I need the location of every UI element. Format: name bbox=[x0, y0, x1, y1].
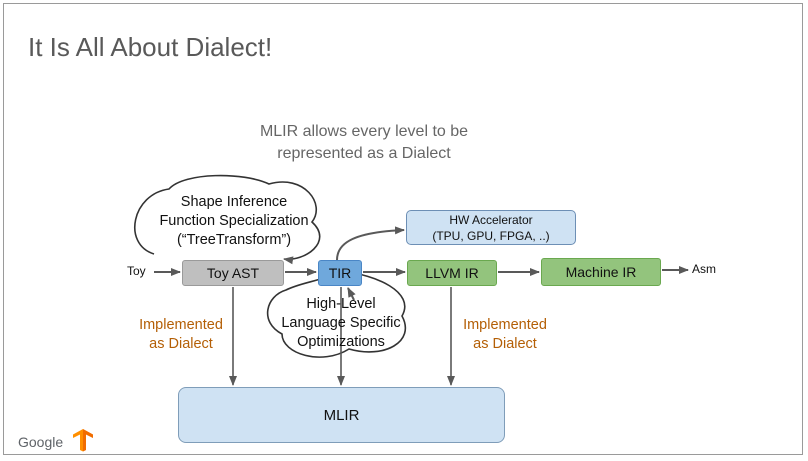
edge-tir-to-hw bbox=[336, 226, 405, 261]
cloud-line: (“TreeTransform”) bbox=[176, 232, 292, 248]
top-cloud-label: Shape Inference Function Specialization … bbox=[144, 193, 324, 250]
note-line: Implemented bbox=[139, 317, 223, 333]
output-label-asm: Asm bbox=[692, 262, 716, 276]
node-label: LLVM IR bbox=[425, 265, 479, 281]
cloud-line: Function Specialization bbox=[159, 213, 309, 229]
google-logo-text: Google bbox=[18, 434, 64, 450]
node-llvm-ir: LLVM IR bbox=[407, 260, 497, 286]
bottom-cloud-shape bbox=[266, 271, 407, 358]
node-mlir: MLIR bbox=[178, 387, 505, 443]
node-label: TIR bbox=[328, 265, 352, 281]
cloud-line: Shape Inference bbox=[180, 194, 288, 210]
note-line: as Dialect bbox=[473, 336, 537, 352]
slide-title: It Is All About Dialect! bbox=[28, 32, 273, 62]
diagram-edges bbox=[133, 174, 689, 386]
node-label: Toy AST bbox=[206, 265, 260, 281]
note-line: as Dialect bbox=[149, 336, 213, 352]
node-machine-ir: Machine IR bbox=[541, 258, 661, 286]
subtitle-line: MLIR allows every level to be bbox=[259, 123, 469, 140]
node-tir: TIR bbox=[318, 260, 362, 286]
top-cloud-shape bbox=[133, 174, 321, 265]
node-toy-ast: Toy AST bbox=[182, 260, 284, 286]
note-implemented-left: Implemented as Dialect bbox=[124, 316, 238, 354]
node-label: (TPU, GPU, FPGA, ..) bbox=[432, 228, 550, 243]
node-label: MLIR bbox=[323, 406, 360, 424]
input-label-toy: Toy bbox=[127, 264, 146, 278]
bottom-cloud-label: High-Level Language Specific Optimizatio… bbox=[266, 295, 416, 352]
note-line: Implemented bbox=[463, 317, 547, 333]
cloud-line: High-Level bbox=[306, 296, 376, 312]
edge-cloud-to-tir bbox=[347, 287, 356, 301]
tensorflow-logo-icon bbox=[73, 429, 93, 452]
slide: It Is All About Dialect! MLIR allows eve… bbox=[3, 3, 803, 455]
cloud-line: Optimizations bbox=[297, 334, 385, 350]
node-label: HW Accelerator bbox=[449, 212, 533, 227]
cloud-line: Language Specific bbox=[281, 315, 401, 331]
note-implemented-right: Implemented as Dialect bbox=[448, 316, 562, 354]
subtitle-line: represented as a Dialect bbox=[277, 145, 451, 162]
node-label: Machine IR bbox=[565, 264, 637, 280]
slide-subtitle: MLIR allows every level to be represente… bbox=[204, 121, 524, 165]
node-hw-accelerator: HW Accelerator (TPU, GPU, FPGA, ..) bbox=[406, 210, 576, 245]
